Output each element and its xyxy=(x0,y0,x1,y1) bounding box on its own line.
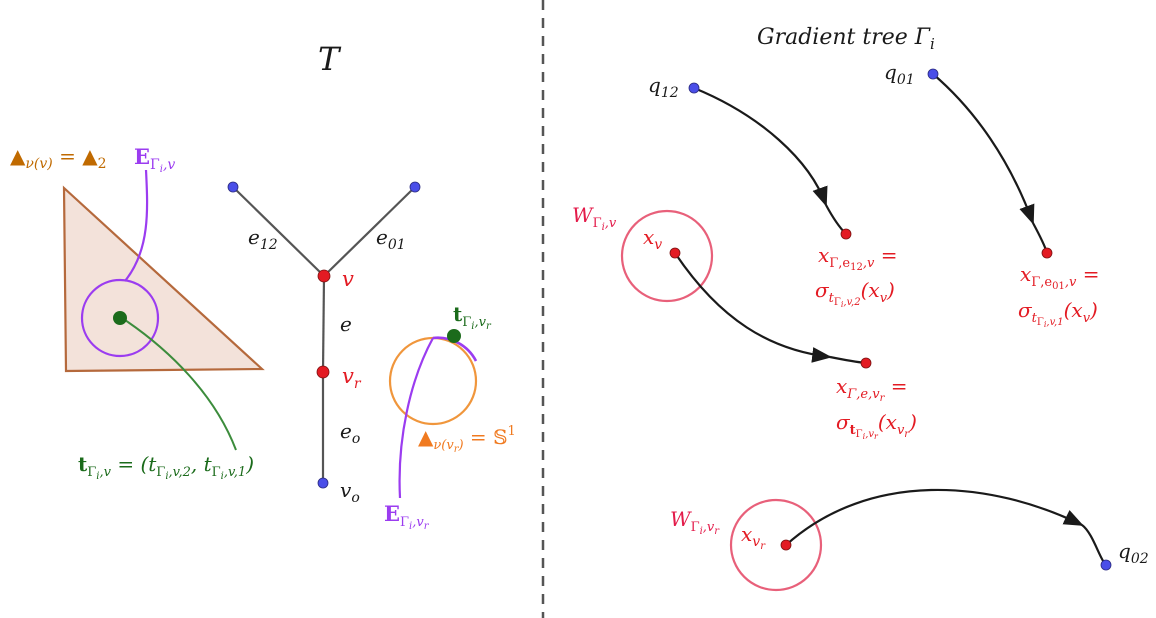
point-xvr xyxy=(780,539,792,551)
flow-xv-tail xyxy=(829,355,867,365)
vertex-vo-label: vo xyxy=(340,478,360,506)
edge-e12-label: e12 xyxy=(248,225,278,253)
xe-equation-line1: xΓ,e,vr = xyxy=(836,374,908,404)
point-xe xyxy=(860,357,872,369)
edge-e12 xyxy=(232,186,325,277)
E-vr-arc xyxy=(432,336,478,362)
xv-label: xv xyxy=(643,225,662,253)
flow-xv xyxy=(674,252,832,363)
q12-label: q12 xyxy=(648,73,679,101)
point-x01 xyxy=(1041,247,1053,259)
leaf-vertex-01 xyxy=(409,181,421,193)
vertex-vr xyxy=(316,365,330,379)
s1-label: ▲ν(vr) = 𝕊1 xyxy=(418,424,516,455)
xvr-label: xvr xyxy=(741,522,766,552)
E-v-label: EΓi,v xyxy=(134,144,175,175)
flow-q12 xyxy=(693,86,828,207)
q02-label: q02 xyxy=(1118,539,1149,567)
vertex-v xyxy=(317,269,331,283)
xe-equation-line2: σtΓi,vr(xvr) xyxy=(836,410,917,441)
point-q01 xyxy=(927,68,939,80)
E-vr-label: EΓi,vr xyxy=(384,501,430,532)
W-vr-label: WΓi,vr xyxy=(670,507,720,537)
leaf-vertex-12 xyxy=(227,181,239,193)
edge-e01-label: e01 xyxy=(376,225,406,253)
t-v-pointer xyxy=(121,317,237,451)
edge-e01 xyxy=(323,186,416,277)
q01-label: q01 xyxy=(884,60,915,88)
t-vr-label: tΓi,vr xyxy=(453,302,492,332)
vertex-v-label: v xyxy=(342,267,354,291)
point-q02 xyxy=(1100,559,1112,571)
x01-equation-line1: xΓ,e01,v = xyxy=(1020,262,1099,292)
t-v-point xyxy=(113,311,127,325)
vertex-vr-label: vr xyxy=(342,364,362,392)
leaf-vertex-o xyxy=(317,477,329,489)
t-v-label: tΓi,v = (tΓi,v,2, tΓi,v,1) xyxy=(78,452,254,482)
E-vr-pointer xyxy=(398,337,434,499)
neighborhood-W-vr xyxy=(729,498,823,592)
point-q12 xyxy=(688,82,700,94)
edge-e-label: e xyxy=(340,312,352,336)
flow-xvr-tail xyxy=(1081,524,1107,566)
t-vr-point xyxy=(447,329,461,343)
s1-circle xyxy=(388,336,478,426)
E-v-pointer xyxy=(124,169,149,282)
neighborhood-W-v xyxy=(620,209,714,303)
point-xv xyxy=(669,247,681,259)
edge-eo-label: eo xyxy=(340,419,360,447)
point-x12 xyxy=(840,228,852,240)
simplex-label: ▲ν(v) = ▲2 xyxy=(10,144,107,172)
flow-q01 xyxy=(932,73,1035,225)
x12-equation-line2: σtΓi,v,2(xv) xyxy=(815,278,895,309)
edge-e xyxy=(321,275,326,373)
W-v-label: WΓi,v xyxy=(572,203,617,233)
right-title: Gradient tree Γi xyxy=(757,25,935,53)
x12-equation-line1: xΓ,e12,v = xyxy=(818,243,897,273)
left-title: T xyxy=(318,40,342,78)
simplex-triangle xyxy=(62,185,265,373)
flow-xvr xyxy=(785,488,1084,546)
neighborhood-circle-v xyxy=(80,278,160,358)
x01-equation-line2: σtΓi,v,1(xv) xyxy=(1018,298,1098,329)
